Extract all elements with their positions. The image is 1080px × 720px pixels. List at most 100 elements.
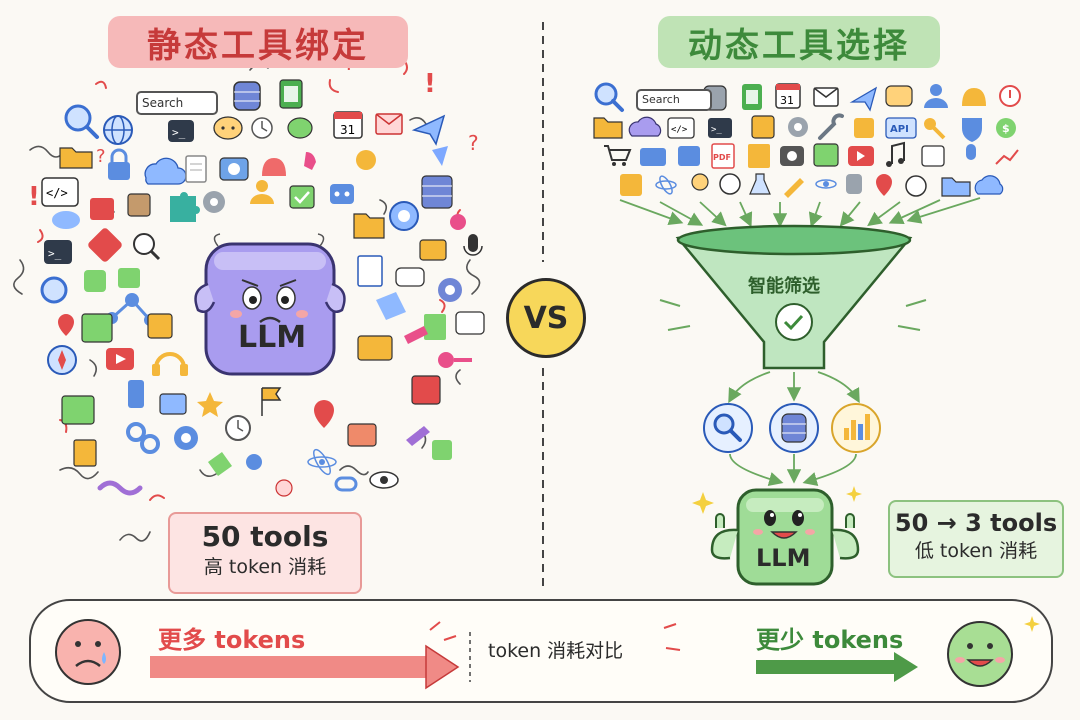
cylinder-icon [846,174,862,194]
svg-text:?: ? [96,146,106,167]
robot-icon [330,184,354,204]
git-icon [88,228,122,262]
chart-icon [147,313,173,339]
lightbulb-icon [691,173,709,191]
folder-icon [353,213,385,239]
microphone-icon [463,234,483,256]
box-icon [751,115,775,139]
check-icon [432,440,452,460]
globe-icon [103,115,133,145]
pdf-icon: PDF [711,143,735,169]
more-tokens-label: 更多 tokens [158,626,306,654]
right-llm-label: LLM [756,544,811,572]
box-icon [127,193,151,217]
translate-icon [921,145,945,167]
target-icon [389,201,419,231]
worm-icon [97,480,143,496]
chart-icon [73,439,97,467]
left-tool-cloud: ! ! ? ? ? >_ 31 </> >_ [13,51,485,542]
left-search-box: Search [136,91,218,115]
document-icon [185,155,207,183]
svg-text:!: ! [424,69,436,99]
code-icon: </> [667,117,695,139]
puzzle-icon [170,192,200,222]
document-icon [424,314,446,340]
left-search-label: Search [142,96,184,110]
phone-icon [128,380,144,408]
right-token-cost: 低 token 消耗 [914,540,1038,562]
gear-icon [203,191,225,213]
music-icon [886,141,905,167]
cart-icon [604,145,632,166]
link-icon [334,476,358,492]
star-icon [197,392,223,417]
location-pin-icon [876,174,892,196]
grid-icon [411,375,441,405]
search-icon [64,104,99,139]
map-icon [81,313,113,343]
search-icon [133,233,161,261]
cloud-icon [52,211,80,229]
filter-funnel [659,224,927,370]
folder-icon [419,239,447,261]
video-icon [118,268,140,288]
gear-icon [438,278,462,302]
pen-icon [404,326,428,344]
flag-icon [261,387,282,416]
left-token-cost: 高 token 消耗 [203,556,327,578]
card-icon [357,335,393,361]
selected-database-tool [769,403,819,453]
terminal-icon: >_ [168,120,194,142]
right-summary-box: 50 → 3 tools 低 token 消耗 [888,500,1064,578]
api-label: API [890,124,909,135]
chat-icon [304,152,316,170]
gear-icon [788,117,808,137]
database-icon [421,175,453,209]
pen-icon [784,178,804,198]
clock-icon [225,415,251,441]
svg-text:?: ? [468,131,479,155]
send-icon [432,146,448,166]
compass-icon [719,173,741,195]
spreadsheet-icon [742,84,762,110]
vs-badge: VS [506,278,586,358]
filter-label: 智能筛选 [748,276,820,297]
user-icon [246,454,262,470]
sad-face-icon [55,619,121,685]
search-icon [594,82,624,112]
folder-icon [593,117,623,139]
document-icon [357,255,383,287]
video-icon [106,348,134,370]
left-tool-count: 50 tools [201,520,329,553]
left-summary-box: 50 tools 高 token 消耗 [168,512,362,594]
svg-text:>_: >_ [48,247,62,260]
alert-icon [999,85,1021,107]
bell-icon [262,158,286,176]
wrench-icon [818,113,844,140]
location-pin-icon [58,314,74,336]
key-icon [924,118,946,140]
chat-icon [84,270,106,292]
cloud-icon [144,157,187,185]
calendar-icon: 31 [333,111,363,139]
dollar-icon: $ [996,118,1016,138]
right-search-box: Search [636,89,712,111]
user-icon [250,180,274,204]
image-icon [813,143,839,167]
pen-icon [406,426,430,446]
chat-icon [356,150,376,170]
atom-icon [815,179,837,189]
user-icon [924,84,948,108]
code-icon: </> [41,177,79,207]
upload-icon [974,175,1004,195]
svg-text:>_: >_ [172,126,186,139]
document-icon [748,144,770,168]
headphones-icon [152,352,188,376]
clock-icon [251,117,273,139]
less-tokens-arrow [756,652,918,682]
calendar-day: 31 [780,94,794,107]
trend-icon [995,149,1019,165]
pdf-label: PDF [713,153,731,162]
lock-icon [108,148,130,180]
map-icon [61,395,95,425]
